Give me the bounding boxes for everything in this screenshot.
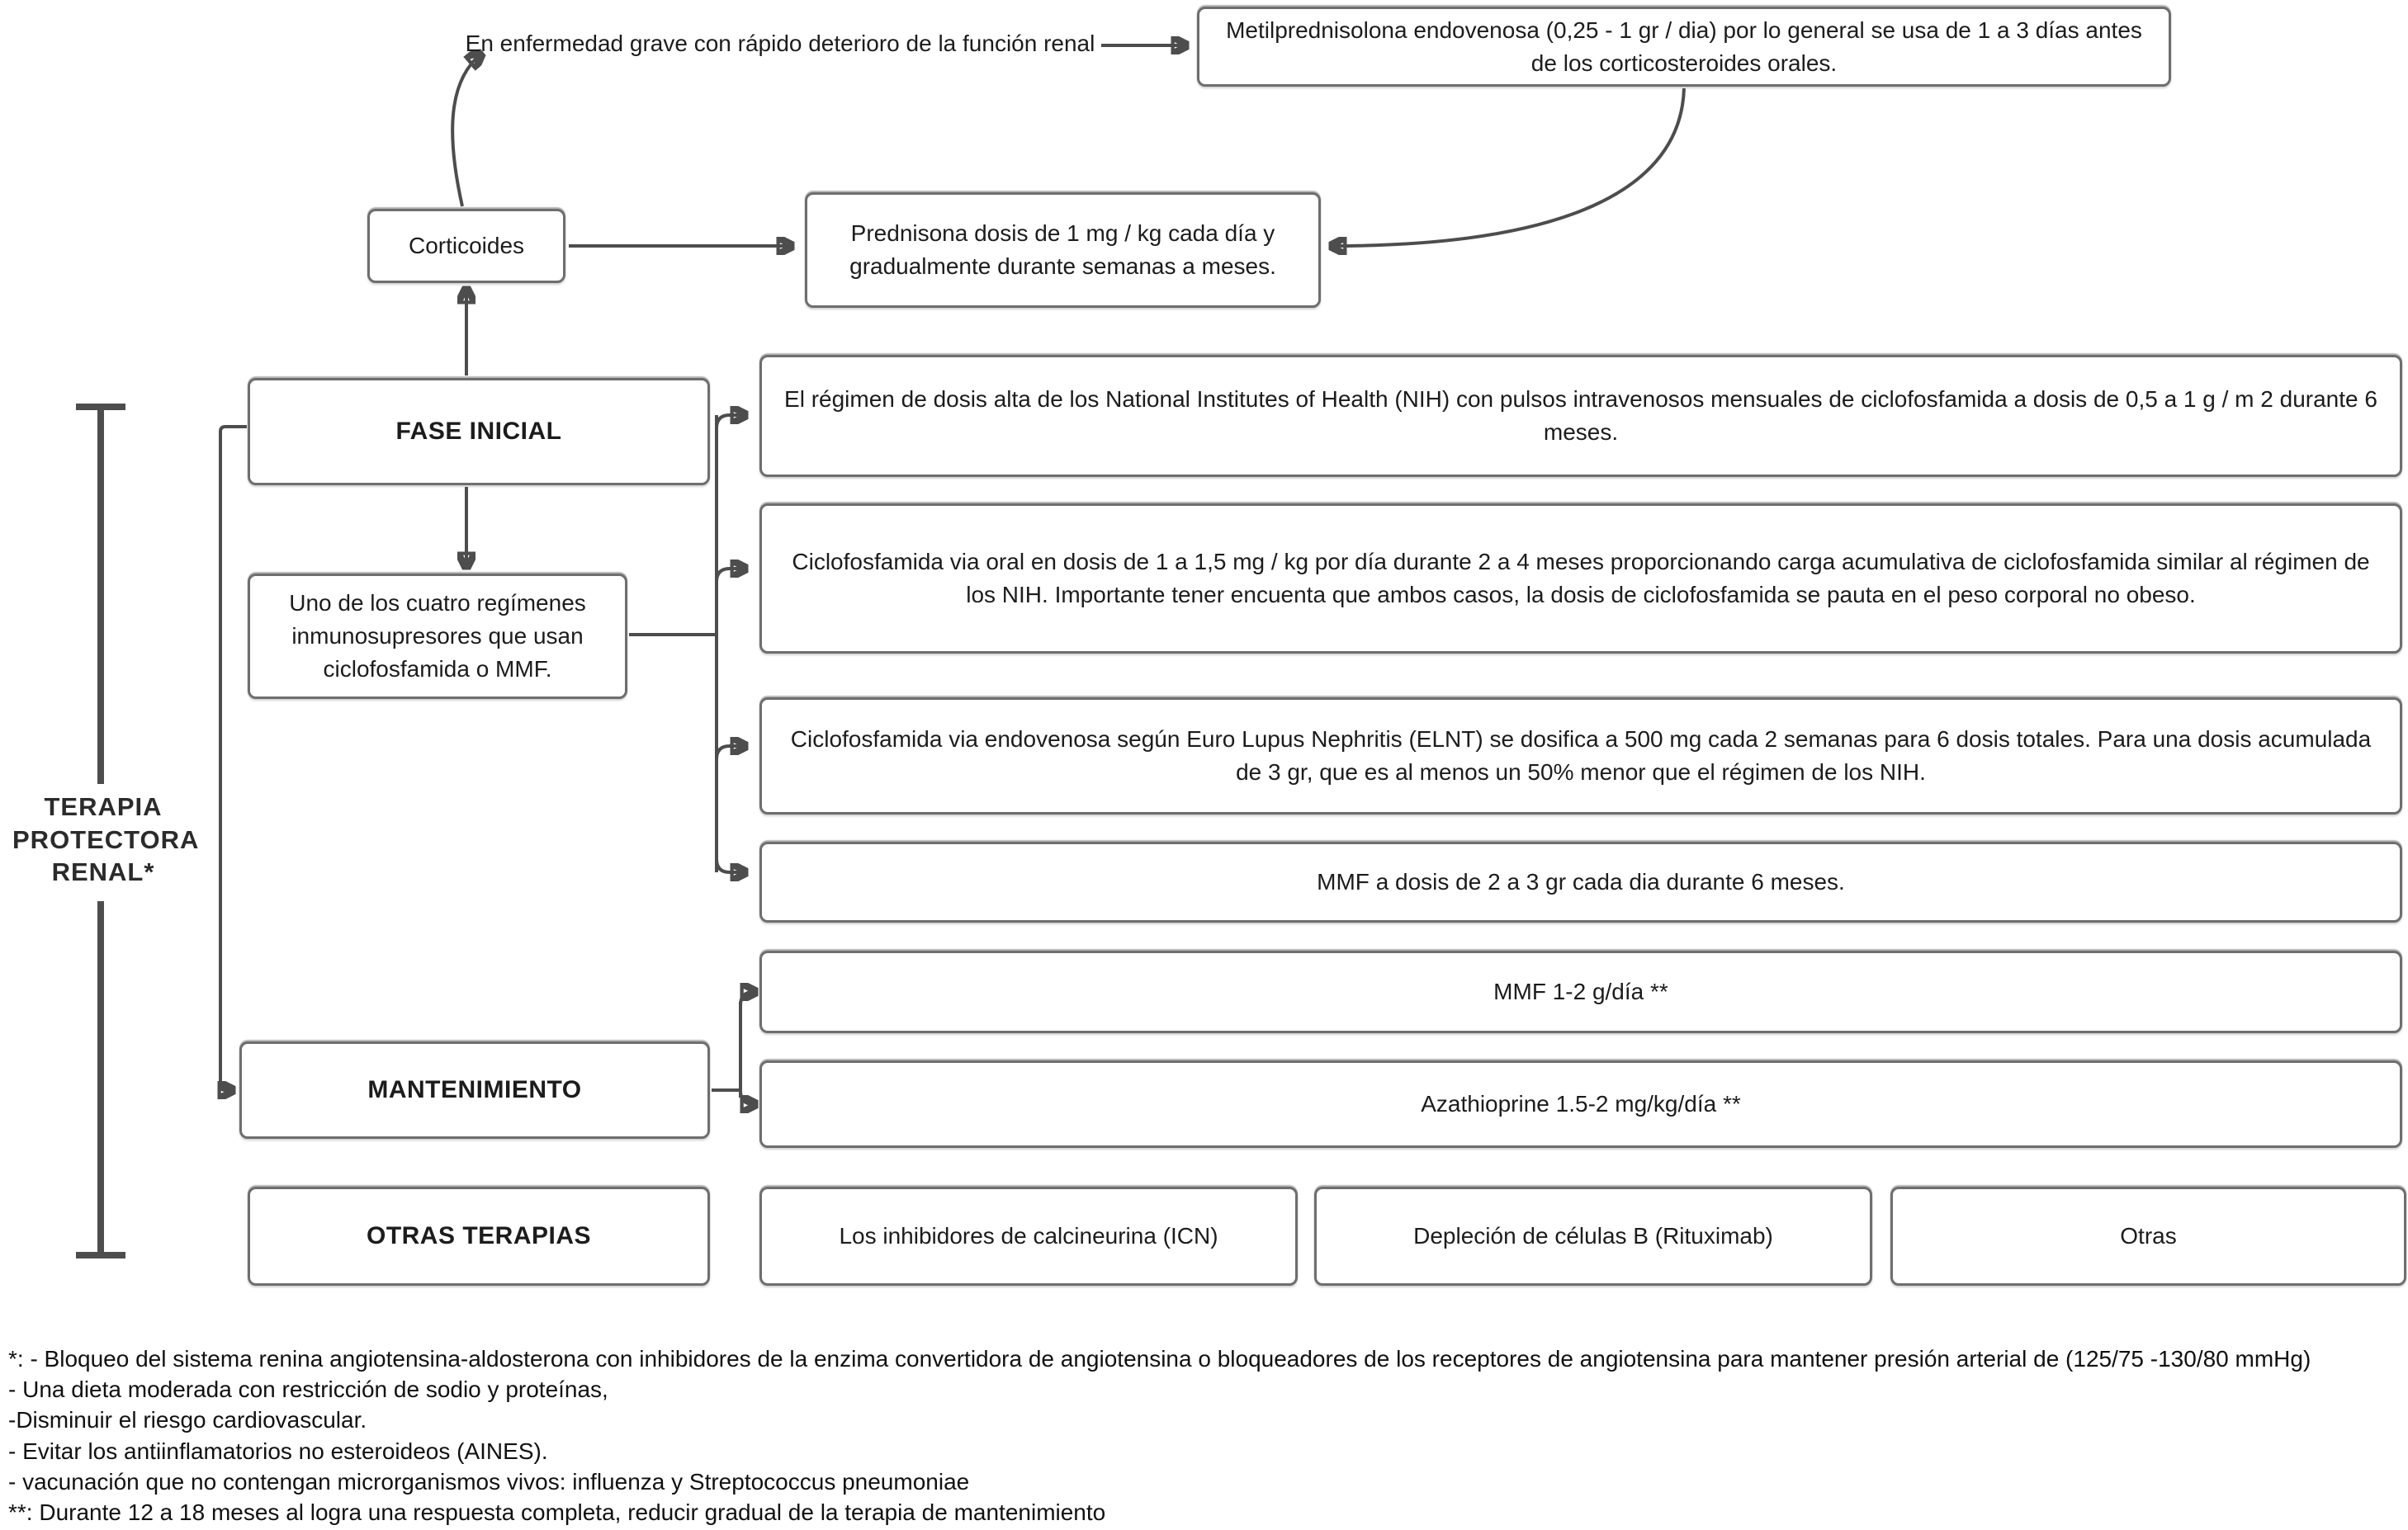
- arrow-corticoides-to-topnote: [451, 54, 480, 207]
- footnotes-block: *: - Bloqueo del sistema renina angioten…: [8, 1343, 2402, 1528]
- terapia-protectora-renal-label: TERAPIA PROTECTORA RENAL*: [12, 792, 200, 887]
- top-note-text: En enfermedad grave con rápido deterioro…: [465, 30, 1095, 56]
- rituximab-box: Depleción de células B (Rituximab): [1314, 1187, 1872, 1286]
- uno-regimen-box: Uno de los cuatro regímenes inmunosupres…: [248, 574, 627, 699]
- corticoides-box: Corticoides: [367, 209, 565, 283]
- footnote-line: *: - Bloqueo del sistema renina angioten…: [8, 1346, 2311, 1372]
- arrow-to-regimen-elnt: [715, 746, 745, 760]
- regimen-elnt-box: Ciclofosfamida via endovenosa según Euro…: [759, 697, 2402, 815]
- footnote-line: - vacunación que no contengan microrgani…: [8, 1468, 970, 1495]
- footnote-line: - Evitar los antiinflamatorios no estero…: [8, 1438, 548, 1464]
- footnote-line: -Disminuir el riesgo cardiovascular.: [8, 1407, 367, 1433]
- regimen-mmf-box: MMF a dosis de 2 a 3 gr cada dia durante…: [759, 842, 2402, 923]
- arrow-to-regimen-mmf: [715, 858, 745, 872]
- arrow-metilprednisolona-to-prednisona: [1332, 87, 1686, 246]
- arrow-to-regimen-nih: [715, 415, 745, 429]
- regimen-oral-box: Ciclofosfamida via oral en dosis de 1 a …: [759, 503, 2402, 654]
- azathioprine-box: Azathioprine 1.5-2 mg/kg/día **: [759, 1060, 2402, 1148]
- otras-box: Otras: [1890, 1187, 2406, 1286]
- footnote-line: **: Durante 12 a 18 meses al logra una r…: [8, 1499, 1106, 1526]
- mmf-maintenance-box: MMF 1-2 g/día **: [759, 951, 2402, 1033]
- arrow-to-azathioprine: [739, 1090, 755, 1104]
- regimen-nih-box: El régimen de dosis alta de los National…: [759, 355, 2402, 477]
- otras-terapias-box: OTRAS TERAPIAS: [248, 1187, 710, 1286]
- arrow-to-mmf-maintenance: [739, 992, 755, 1006]
- arrow-to-regimen-oral: [715, 569, 745, 583]
- metilprednisolona-box: Metilprednisolona endovenosa (0,25 - 1 g…: [1197, 7, 2171, 87]
- prednisona-box: Prednisona dosis de 1 mg / kg cada día y…: [805, 192, 1321, 308]
- mantenimiento-box: MANTENIMIENTO: [239, 1041, 710, 1139]
- fase-inicial-box: FASE INICIAL: [248, 378, 710, 485]
- arrow-fase-to-mantenimiento: [220, 425, 247, 1090]
- footnote-line: - Una dieta moderada con restricción de …: [8, 1377, 608, 1403]
- calcineurina-box: Los inhibidores de calcineurina (ICN): [759, 1187, 1298, 1286]
